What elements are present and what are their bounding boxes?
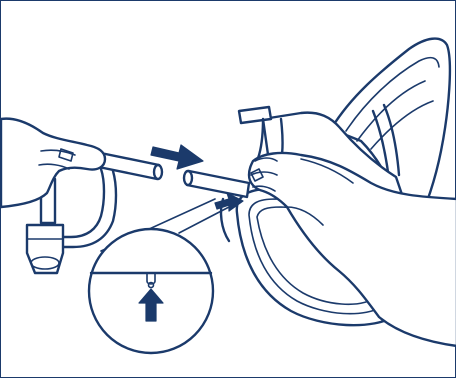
left-hand xyxy=(1,117,107,209)
right-hand xyxy=(247,151,456,348)
seat-tube xyxy=(182,169,251,199)
push-up-arrow xyxy=(138,288,164,322)
leg-frame xyxy=(25,149,164,275)
slide-arrow xyxy=(150,144,204,170)
magnified-detail xyxy=(87,227,215,355)
